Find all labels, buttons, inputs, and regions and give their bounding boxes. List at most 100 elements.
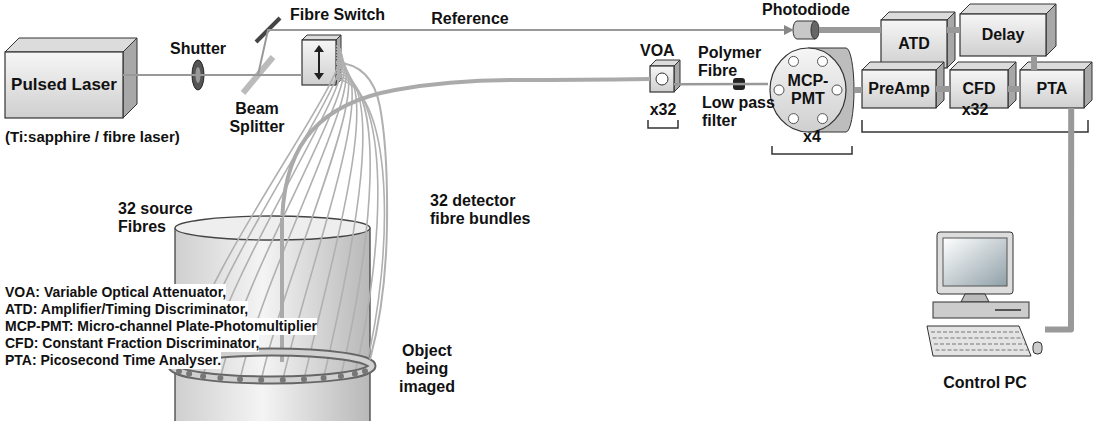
legend-line: VOA: Variable Optical Attenuator, — [5, 284, 226, 301]
legend-line: CFD: Constant Fraction Discriminator, — [5, 335, 259, 352]
channel-circle — [818, 56, 828, 66]
node-caption: VOA — [640, 42, 675, 60]
shape-part — [950, 62, 1016, 70]
label: Shutter — [170, 40, 226, 58]
legend-line: PTA: Picosecond Time Analyser. — [5, 352, 221, 369]
process-box: ATD — [881, 20, 947, 68]
shape-part — [314, 45, 324, 80]
channel-circle — [774, 85, 784, 95]
fibre-tip — [176, 368, 182, 374]
connector — [947, 27, 960, 33]
connector — [123, 30, 793, 75]
shape-part — [1084, 62, 1092, 108]
shape-part — [5, 38, 137, 52]
fibre-tip — [186, 371, 192, 377]
attenuator-box-outline — [650, 66, 674, 92]
shape-part — [947, 12, 955, 68]
shape-part — [934, 344, 1026, 345]
fibre-tip — [338, 373, 344, 379]
shape-part — [961, 294, 989, 302]
fibre-tip — [352, 371, 358, 377]
shape-part — [881, 12, 955, 20]
shape-part — [650, 66, 674, 92]
shape-part — [656, 73, 668, 85]
node-label: PTA — [1037, 80, 1068, 98]
shape-part — [933, 338, 1024, 339]
fibre-tip — [362, 368, 368, 374]
bracket — [648, 120, 678, 128]
computer-outline — [925, 230, 1045, 370]
shape-part — [123, 38, 137, 118]
process-box: Delay — [960, 14, 1046, 56]
shape-part — [862, 62, 944, 70]
connector — [1045, 108, 1071, 329]
shape-part — [811, 21, 819, 39]
label: x4 — [796, 128, 828, 146]
connector — [819, 27, 881, 33]
legend-line: MCP-PMT: Micro-channel Plate-Photomultip… — [5, 318, 317, 335]
monitor — [937, 232, 1013, 294]
connector — [1008, 86, 1020, 92]
shape-part — [862, 70, 936, 108]
base-unit — [933, 302, 1029, 318]
label: Low pass filter — [702, 94, 782, 130]
node-label: Delay — [982, 26, 1025, 44]
node-label: MCP- PMT — [786, 72, 830, 108]
node-label: CFD — [963, 80, 996, 98]
label: x32 — [957, 101, 993, 119]
fibre-tip — [237, 376, 243, 382]
shape-part — [302, 40, 336, 85]
label: Polymer Fibre — [698, 44, 772, 80]
mouse — [1033, 342, 1042, 354]
node-caption: Control PC — [925, 374, 1045, 392]
shape-part — [995, 309, 1021, 311]
fibre-switch: Fibre Switch — [302, 40, 336, 85]
label: 32 source Fibres — [118, 200, 206, 236]
shape-part — [931, 332, 1021, 333]
laser-box: Pulsed Laser — [5, 52, 123, 118]
fibre-tip — [301, 376, 307, 382]
fibre-switch-outline — [302, 40, 336, 85]
computer: Control PC — [925, 230, 1045, 370]
label: 32 detector fibre bundles — [430, 192, 548, 228]
shape-part — [302, 35, 341, 40]
shape-part — [1020, 70, 1084, 108]
screen — [943, 238, 1007, 286]
shape-part — [1046, 4, 1056, 56]
connector — [936, 86, 950, 92]
fibre-tip — [258, 377, 264, 383]
shape-part — [936, 350, 1029, 351]
shape-part — [1020, 62, 1092, 70]
label: Beam Splitter — [226, 100, 288, 136]
label: (Ti:sapphire / fibre laser) — [5, 128, 180, 146]
process-box: PreAmp — [862, 70, 936, 108]
shape-part — [960, 14, 1046, 56]
photodiode: Photodiode — [793, 21, 819, 39]
shape-part — [336, 35, 341, 85]
keyboard — [927, 326, 1031, 356]
detector-bundle — [280, 218, 284, 362]
shape-part — [881, 20, 947, 68]
bracket — [862, 120, 1088, 132]
connector — [674, 83, 768, 86]
process-box: PTA — [1020, 70, 1084, 108]
fibre-tip — [217, 375, 223, 381]
channel-circle — [789, 56, 799, 66]
node-caption: Fibre Switch — [290, 6, 385, 24]
fibre-tip — [200, 373, 206, 379]
shape-part — [960, 4, 1056, 14]
node-label: Pulsed Laser — [11, 76, 117, 94]
shape-part — [770, 48, 846, 132]
node-caption: Object being imaged — [392, 342, 462, 396]
shape-part — [674, 60, 680, 92]
shape-part — [936, 62, 944, 108]
attenuator-box: VOA — [650, 66, 674, 92]
channel-circle — [818, 114, 828, 124]
connector — [1031, 56, 1037, 70]
shape-part — [5, 52, 123, 118]
fibre-tip — [280, 377, 286, 383]
channel-circle — [832, 85, 842, 95]
label: x32 — [647, 101, 679, 119]
shape-part — [318, 50, 320, 75]
